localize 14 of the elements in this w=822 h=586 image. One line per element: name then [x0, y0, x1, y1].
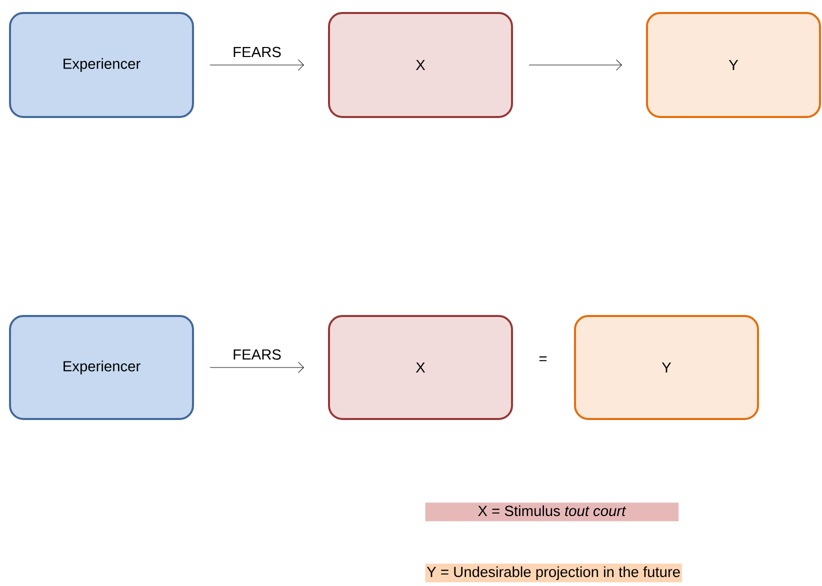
equals-sign: =: [539, 356, 547, 362]
process-box: Experiencer: [9, 12, 194, 118]
arrow: [210, 59, 304, 71]
arrow: [528, 59, 622, 71]
highlighted-note: X = Stimulus tout court: [425, 502, 679, 522]
process-box: X: [328, 315, 513, 420]
process-box: X: [328, 12, 513, 118]
process-box: Y: [574, 315, 759, 420]
process-box: Y: [646, 12, 821, 118]
arrow: [210, 362, 304, 374]
edge-label: FEARS: [234, 46, 281, 58]
highlighted-note: Y = Undesirable projection in the future: [425, 564, 682, 582]
process-box: Experiencer: [9, 315, 194, 420]
edge-label: FEARS: [234, 349, 281, 360]
